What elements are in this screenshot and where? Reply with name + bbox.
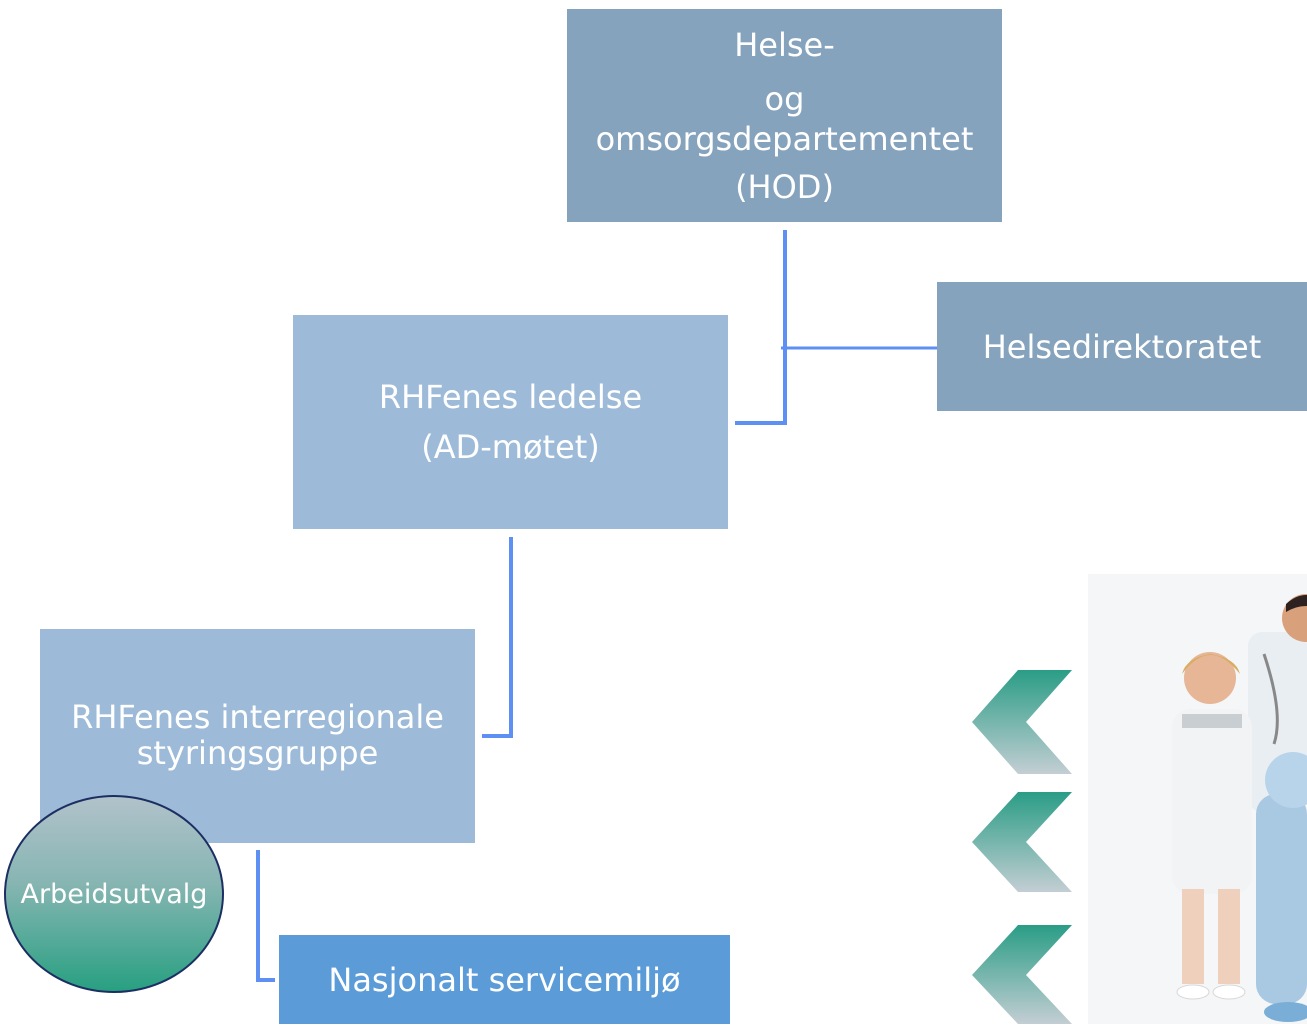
node-helsedirektoratet-label: Helsedirektoratet — [982, 327, 1262, 366]
node-rhf-ledelse-line1: RHFenes ledelse — [378, 378, 643, 416]
node-arbeidsutvalg-label: Arbeidsutvalg — [20, 878, 208, 910]
node-hod-line1: Helse- — [734, 25, 835, 64]
node-interregional-label: RHFenes interregionale styringsgruppe — [71, 698, 444, 772]
node-rhf-ledelse-line2: (AD-møtet) — [421, 428, 600, 466]
chevron-left-icon-2 — [972, 792, 1072, 892]
node-helsedirektoratet: Helsedirektoratet — [937, 282, 1307, 411]
connector-interregional-servicemiljo — [256, 850, 275, 982]
connector-hod-rhf — [735, 230, 787, 425]
chevron-left-icon-3 — [972, 925, 1072, 1024]
node-servicemiljo-label: Nasjonalt servicemiljø — [328, 960, 681, 999]
node-hod: Helse- og omsorgsdepartementet (HOD) — [567, 9, 1002, 222]
node-servicemiljo: Nasjonalt servicemiljø — [279, 935, 730, 1024]
connector-rhf-interregional — [482, 537, 513, 738]
node-hod-line3: (HOD) — [735, 167, 834, 206]
node-hod-line2: og omsorgsdepartementet — [595, 79, 974, 158]
node-rhf-ledelse: RHFenes ledelse (AD-møtet) — [293, 315, 728, 529]
healthcare-staff-photo — [1088, 574, 1307, 1024]
staff-illustration — [1172, 594, 1307, 1022]
node-arbeidsutvalg: Arbeidsutvalg — [4, 795, 224, 993]
chevron-left-icon-1 — [972, 670, 1072, 774]
